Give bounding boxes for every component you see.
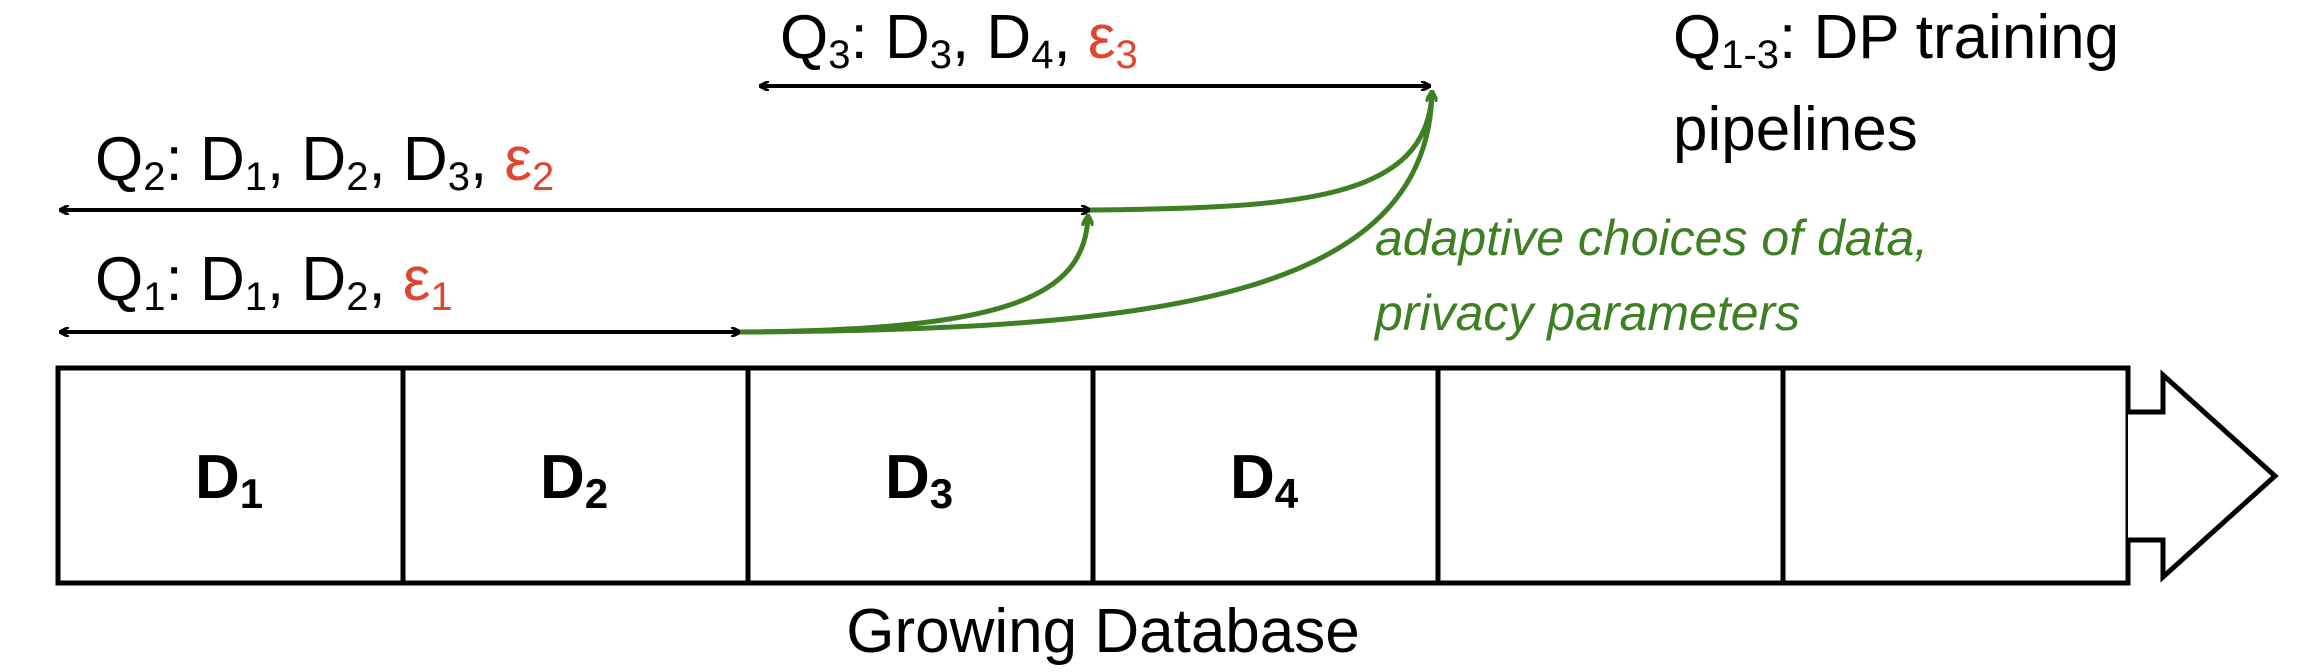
adaptive-annotation-line2: privacy parameters — [1373, 285, 1800, 341]
query-2-label: Q2: D1, D2, D3, ε2 — [95, 125, 554, 199]
database-bar: D1 D2 D3 D4 — [55, 365, 2279, 586]
query-1: Q1: D1, D2, ε1 — [60, 245, 740, 332]
legend-line1: Q1-3: DP training — [1673, 3, 2119, 77]
query-1-label: Q1: D1, D2, ε1 — [95, 245, 453, 319]
database-cell-6 — [1780, 365, 2131, 586]
query-2: Q2: D1, D2, D3, ε2 — [60, 125, 1090, 210]
legend-line2: pipelines — [1673, 95, 1918, 164]
database-cell-5 — [1435, 365, 1786, 586]
cell-3-label: D3 — [885, 443, 953, 517]
database-caption: Growing Database — [846, 597, 1360, 666]
adaptive-curve-q1-to-q2 — [739, 216, 1088, 335]
adaptive-curve-q2-to-q3 — [1089, 92, 1432, 213]
adaptive-curves — [739, 91, 1435, 335]
database-cell-1 — [55, 365, 406, 586]
adaptive-annotation-line1: adaptive choices of data, — [1375, 210, 1928, 266]
query-3-label: Q3: D3, D4, ε3 — [780, 3, 1138, 77]
cell-2-label: D2 — [540, 443, 608, 517]
query-3: Q3: D3, D4, ε3 — [760, 3, 1430, 86]
adaptive-curve-q1-to-q3 — [739, 91, 1435, 335]
cell-4-label: D4 — [1230, 443, 1299, 517]
database-cell-4 — [1090, 365, 1441, 586]
cell-1-label: D1 — [195, 443, 263, 517]
growth-arrow — [2128, 369, 2279, 583]
